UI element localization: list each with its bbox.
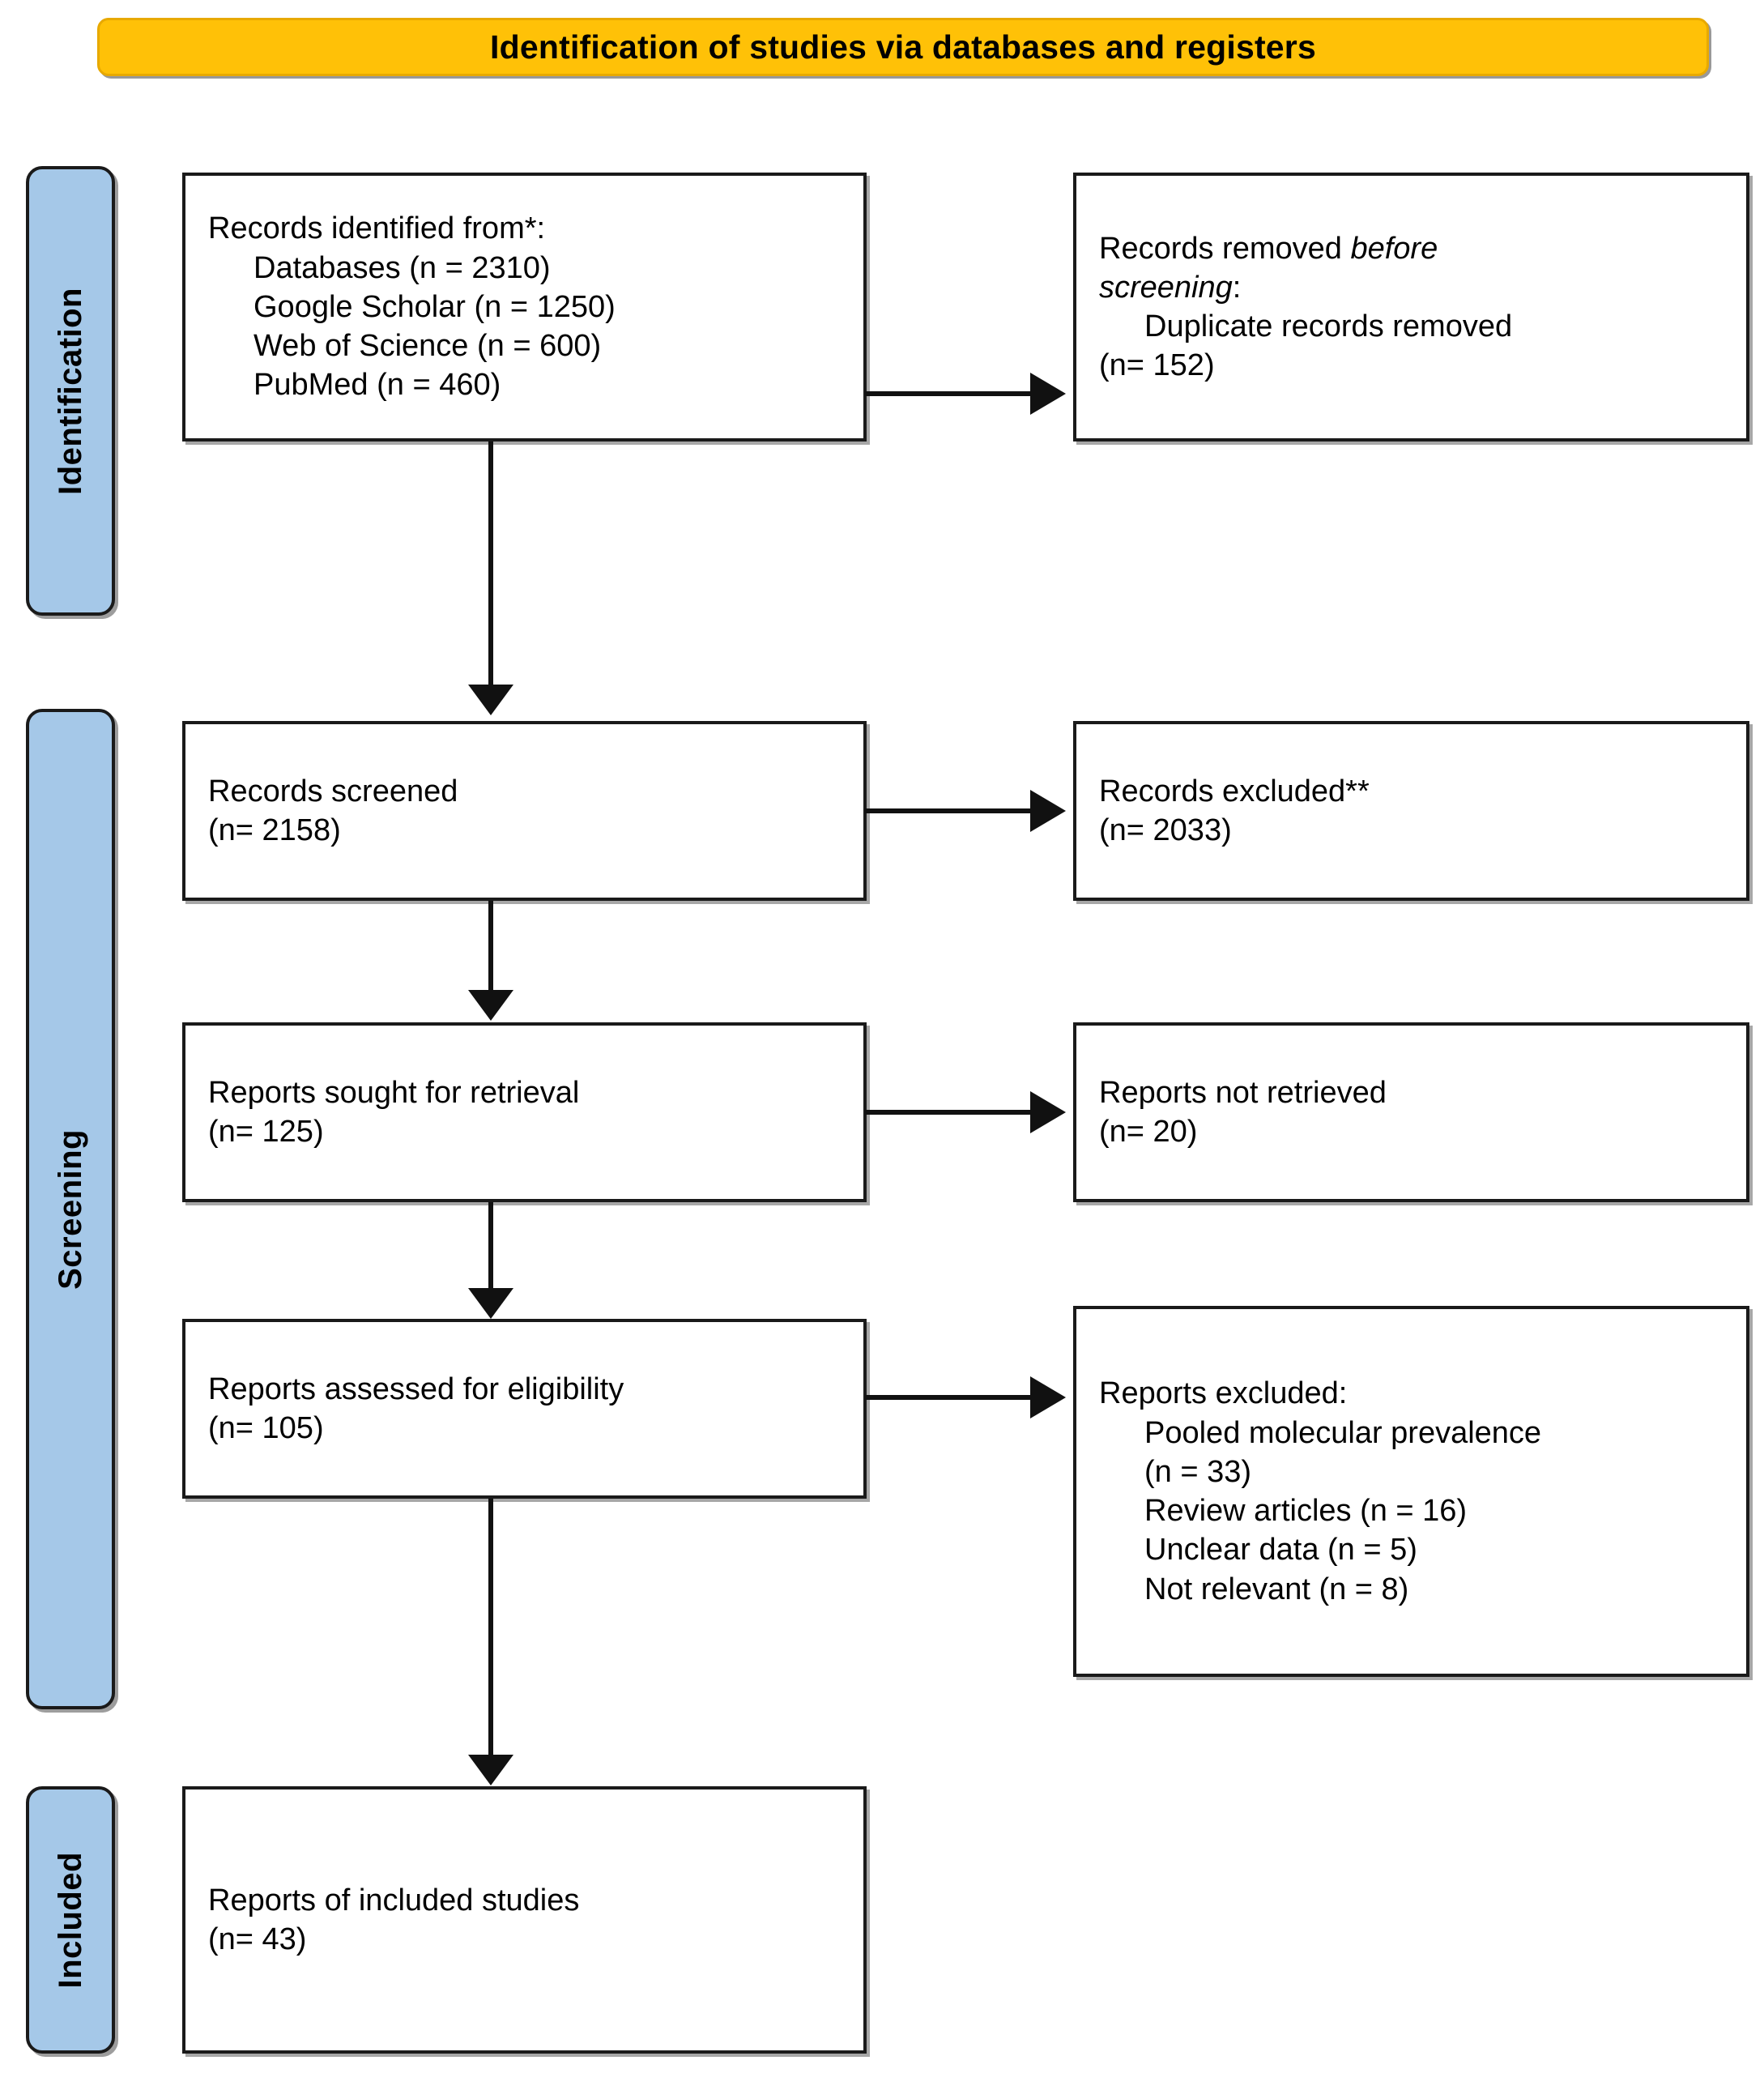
box-heading: Reports assessed for eligibility	[208, 1371, 624, 1406]
box-reports-assessed: Reports assessed for eligibility (n= 105…	[182, 1319, 867, 1499]
box-records-screened: Records screened (n= 2158)	[182, 721, 867, 901]
stage-label-identification: Identification	[52, 287, 88, 495]
box-heading-plain: Records removed	[1099, 231, 1351, 266]
stage-bar-included: Included	[26, 1786, 115, 2054]
box-line-databases: Databases (n = 2310)	[254, 250, 551, 285]
box-line-web-of-science: Web of Science (n = 600)	[254, 329, 602, 364]
banner-title: Identification of studies via databases …	[490, 28, 1316, 66]
box-records-excluded: Records excluded** (n= 2033)	[1073, 721, 1749, 901]
box-heading-line2: screening:	[1099, 268, 1724, 307]
diagram-banner: Identification of studies via databases …	[97, 18, 1709, 76]
box-heading-line1: Records removed before	[1099, 229, 1724, 268]
box-heading-italic-before: before	[1350, 231, 1438, 266]
box-heading: Reports of included studies	[208, 1883, 580, 1917]
box-heading: Reports excluded:	[1099, 1376, 1348, 1411]
arrowhead-right-to-notretrieved	[1030, 1091, 1066, 1133]
box-reports-sought: Reports sought for retrieval (n= 125)	[182, 1022, 867, 1202]
arrowhead-down-to-screened	[468, 685, 513, 715]
connector-vertical-identified-to-screened	[488, 442, 493, 685]
box-heading-colon: :	[1232, 270, 1242, 305]
connector-vertical-screened-to-sought	[488, 901, 493, 995]
arrowhead-down-to-sought	[468, 990, 513, 1021]
box-line-unclear-data: Unclear data (n = 5)	[1144, 1533, 1417, 1568]
box-heading: Reports not retrieved	[1099, 1075, 1387, 1110]
connector-horizontal-identified-to-removed	[865, 391, 1035, 396]
box-line-not-relevant: Not relevant (n = 8)	[1144, 1572, 1409, 1606]
arrowhead-down-to-included	[468, 1755, 513, 1785]
box-records-removed: Records removed before screening: Duplic…	[1073, 173, 1749, 442]
stage-label-screening: Screening	[52, 1128, 88, 1290]
box-count: (n= 2033)	[1099, 813, 1232, 847]
box-heading-italic-screening: screening	[1099, 270, 1233, 305]
box-line-google-scholar: Google Scholar (n = 1250)	[254, 289, 616, 324]
arrowhead-right-to-removed	[1030, 373, 1066, 415]
box-count: (n= 2158)	[208, 813, 341, 847]
arrowhead-right-to-repexcluded	[1030, 1376, 1066, 1418]
box-line-pooled-prevalence-count: (n = 33)	[1144, 1454, 1252, 1489]
arrowhead-right-to-excluded	[1030, 790, 1066, 832]
box-count: (n= 20)	[1099, 1115, 1198, 1149]
box-line-duplicate-removed: Duplicate records removed	[1144, 309, 1513, 343]
box-reports-excluded-reasons: Reports excluded: Pooled molecular preva…	[1073, 1306, 1749, 1677]
box-line-pubmed: PubMed (n = 460)	[254, 368, 501, 403]
connector-horizontal-sought-to-notretrieved	[865, 1110, 1035, 1115]
connector-horizontal-screened-to-excluded	[865, 808, 1035, 813]
box-records-identified: Records identified from*: Databases (n =…	[182, 173, 867, 442]
box-line-pooled-prevalence: Pooled molecular prevalence	[1144, 1415, 1542, 1450]
box-included-studies: Reports of included studies (n= 43)	[182, 1786, 867, 2054]
connector-horizontal-assessed-to-repexcluded	[865, 1395, 1035, 1400]
connector-vertical-assessed-to-included	[488, 1499, 493, 1758]
box-heading: Reports sought for retrieval	[208, 1075, 580, 1110]
box-heading: Records excluded**	[1099, 774, 1370, 808]
box-line-duplicate-count: (n= 152)	[1099, 348, 1215, 383]
box-count: (n= 125)	[208, 1115, 324, 1149]
box-line-review-articles: Review articles (n = 16)	[1144, 1494, 1468, 1528]
arrowhead-down-to-assessed	[468, 1288, 513, 1319]
stage-bar-screening: Screening	[26, 709, 115, 1709]
stage-bar-identification: Identification	[26, 166, 115, 616]
stage-label-included: Included	[52, 1851, 88, 1989]
box-heading: Records screened	[208, 774, 458, 808]
box-reports-not-retrieved: Reports not retrieved (n= 20)	[1073, 1022, 1749, 1202]
box-heading: Records identified from*:	[208, 211, 546, 246]
box-count: (n= 105)	[208, 1411, 324, 1445]
box-count: (n= 43)	[208, 1922, 307, 1956]
connector-vertical-sought-to-assessed	[488, 1202, 493, 1291]
